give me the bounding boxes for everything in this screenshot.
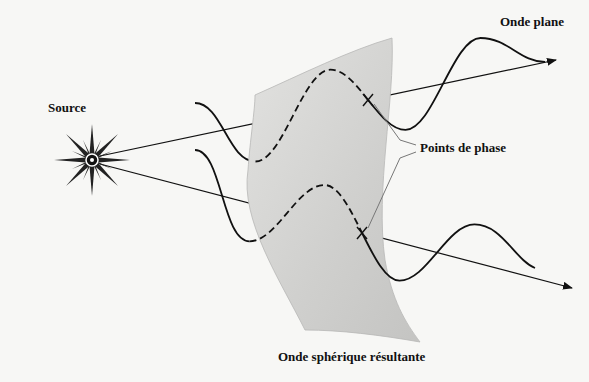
- source-label: Source: [48, 101, 86, 116]
- callout-label: Points de phase: [420, 141, 506, 156]
- wave-label: Onde plane: [500, 15, 564, 30]
- leader-line: [368, 104, 416, 228]
- caption-label: Onde sphérique résultante: [278, 350, 425, 365]
- wave-curve: [195, 150, 250, 241]
- phase-point: [357, 94, 373, 239]
- wave-curve-hidden: [250, 185, 363, 241]
- source-star: [54, 124, 130, 196]
- wave-curve: [362, 224, 535, 280]
- wave-curve: [368, 38, 545, 130]
- spherical-wavefront: [247, 38, 420, 342]
- wave-curve-hidden: [256, 70, 369, 162]
- wave-curve: [195, 103, 256, 162]
